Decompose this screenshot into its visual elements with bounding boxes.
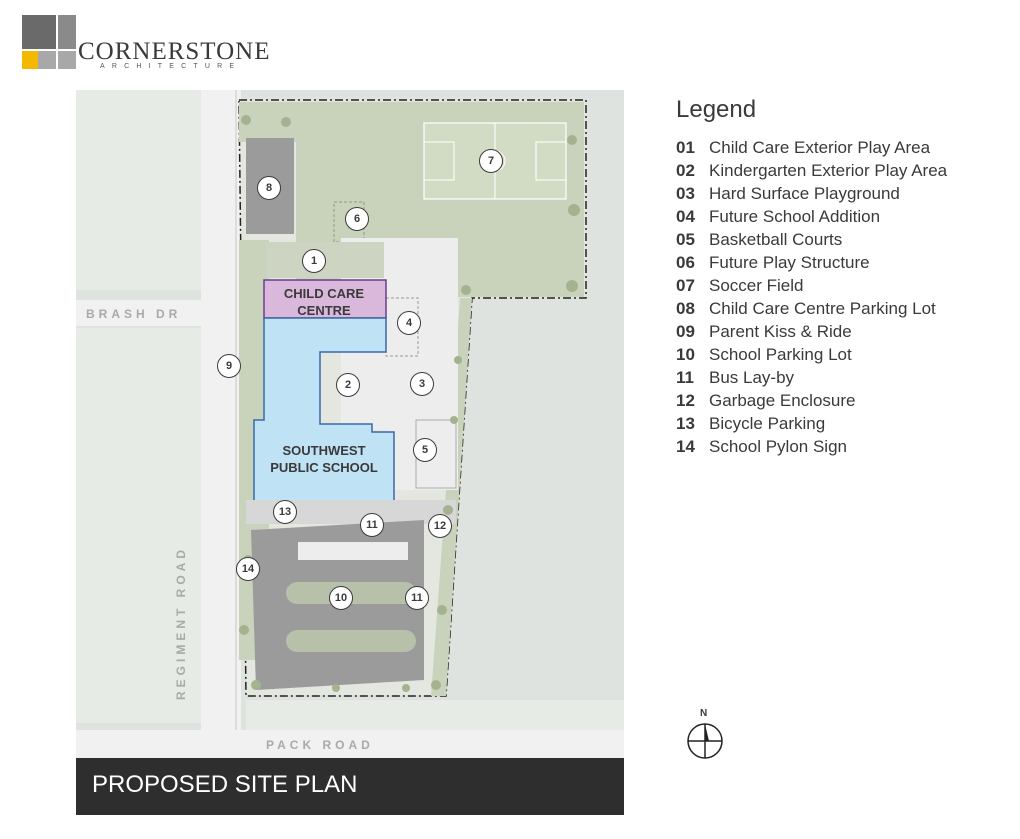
logo-mark-icon bbox=[22, 15, 76, 69]
southwest-public-school-label: SOUTHWEST PUBLIC SCHOOL bbox=[270, 443, 378, 475]
marker-5: 5 bbox=[413, 438, 437, 462]
marker-11b: 11 bbox=[405, 586, 429, 610]
brand-name: CORNERSTONE bbox=[78, 38, 271, 65]
north-label: N bbox=[700, 708, 708, 719]
brash-dr-label: BRASH DR bbox=[86, 307, 182, 321]
marker-14: 14 bbox=[236, 557, 260, 581]
marker-11a: 11 bbox=[360, 513, 384, 537]
marker-1: 1 bbox=[302, 249, 326, 273]
site-plan-drawing bbox=[76, 90, 624, 758]
marker-7: 7 bbox=[479, 149, 503, 173]
legend-title: Legend bbox=[676, 96, 757, 123]
marker-12: 12 bbox=[428, 514, 452, 538]
pack-road-label: PACK ROAD bbox=[266, 738, 374, 752]
cornerstone-logo: CORNERSTONE ARCHITECTURE bbox=[22, 15, 282, 73]
marker-3: 3 bbox=[410, 372, 434, 396]
marker-9: 9 bbox=[217, 354, 241, 378]
marker-10: 10 bbox=[329, 586, 353, 610]
compass-icon bbox=[687, 723, 723, 759]
plan-title-banner: PROPOSED SITE PLAN bbox=[76, 758, 624, 815]
north-arrow-icon: N bbox=[686, 708, 728, 762]
regiment-road-label: REGIMENT ROAD bbox=[174, 546, 188, 700]
marker-13: 13 bbox=[273, 500, 297, 524]
marker-4: 4 bbox=[397, 311, 421, 335]
brand-subtitle: ARCHITECTURE bbox=[100, 63, 242, 70]
child-care-centre-label: CHILD CARE CENTRE bbox=[283, 286, 365, 318]
marker-6: 6 bbox=[345, 207, 369, 231]
marker-2: 2 bbox=[336, 373, 360, 397]
plan-title: PROPOSED SITE PLAN bbox=[92, 771, 358, 798]
marker-8: 8 bbox=[257, 176, 281, 200]
site-plan-map: BRASH DR PACK ROAD REGIMENT ROAD CHILD C… bbox=[76, 90, 624, 758]
